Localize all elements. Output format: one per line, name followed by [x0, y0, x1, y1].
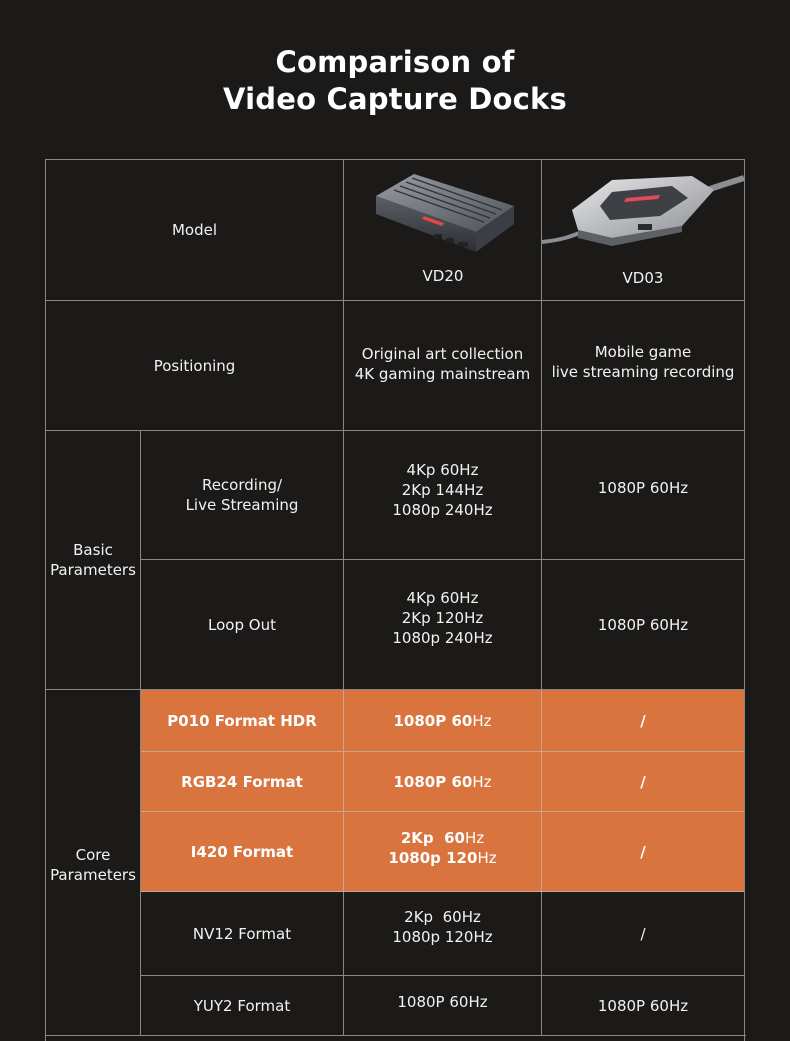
- rgb24-format-vd03-cell: /: [542, 752, 744, 812]
- recording-label-line-2: Live Streaming: [185, 496, 299, 514]
- positioning-vd03-cell: Mobile game live streaming recording: [542, 301, 744, 431]
- yuy2-format-vd03-cell: 1080P 60Hz: [542, 976, 744, 1036]
- p010-format-hdr-vd20-unit: Hz: [472, 711, 492, 730]
- comparison-table: Model: [45, 159, 746, 1041]
- yuy2-format-vd03-value: 1080P 60Hz: [597, 996, 689, 1015]
- yuy2-format-vd20-cell: 1080P 60Hz: [344, 976, 542, 1036]
- loop-out-label-cell: Loop Out: [141, 560, 344, 690]
- model-label-cell: Model: [46, 160, 344, 301]
- i420-format-vd20-unit: Hz: [477, 848, 497, 867]
- recording-vd20-cell: 4Kp 60Hz 2Kp 144Hz 1080p 240Hz: [344, 431, 542, 560]
- rgb24-format-vd20-unit: Hz: [472, 772, 492, 791]
- yuy2-format-label: YUY2 Format: [193, 996, 291, 1015]
- recording-vd03-cell: 1080P 60Hz: [542, 431, 744, 560]
- positioning-vd03-line-1: Mobile game: [594, 342, 692, 361]
- loop-out-vd20-line-2: 2Kp 120Hz: [401, 608, 484, 627]
- yuy2-format-vd20-line-1: 1080P 60Hz: [397, 992, 487, 1012]
- nv12-format-vd20-line-1: 2Kp 60Hz: [404, 907, 481, 927]
- i420-format-vd03-value: /: [640, 842, 646, 861]
- nv12-format-vd03-cell: /: [542, 892, 744, 976]
- yuy2-format-vd20-unit: Hz: [468, 992, 488, 1011]
- positioning-vd20-line-1: Original art collection: [361, 344, 524, 363]
- basic-parameters-label-line-1: Basic: [73, 541, 113, 559]
- recording-vd20-line-1: 4Kp 60Hz: [406, 461, 479, 479]
- nv12-format-vd20-unit: Hz: [473, 927, 493, 946]
- recording-label-cell: Recording/ Live Streaming: [141, 431, 344, 560]
- rgb24-format-label: RGB24 Format: [181, 772, 303, 791]
- yuy2-format-vd20-value: 1080P 60: [397, 992, 469, 1011]
- p010-format-hdr-vd20-value: 1080P 60: [393, 711, 473, 730]
- model-label: Model: [171, 221, 218, 239]
- core-parameters-label-line-1: Core: [75, 845, 111, 864]
- loop-out-vd20-line-1: 4Kp 60Hz: [406, 588, 479, 607]
- rgb24-format-vd20-value: 1080P 60: [393, 772, 473, 791]
- nv12-format-vd03-value: /: [640, 924, 646, 943]
- p010-format-hdr-label-cell: P010 Format HDR: [141, 690, 344, 752]
- i420-format-vd20-line-1: 2Kp 60Hz: [401, 828, 484, 848]
- vd20-header-cell: VD20: [344, 160, 542, 301]
- nv12-format-label: NV12 Format: [192, 924, 292, 943]
- vd03-header-cell: VD03: [542, 160, 744, 301]
- core-parameters-label-line-2: Parameters: [50, 865, 136, 884]
- i420-format-vd03-cell: /: [542, 812, 744, 892]
- vd20-capture-dock-image: [376, 174, 514, 252]
- loop-out-label: Loop Out: [208, 615, 276, 634]
- nv12-format-vd20-value: 1080p 120: [392, 927, 474, 946]
- recording-vd20-line-2: 2Kp 144Hz: [401, 481, 484, 499]
- basic-parameters-label-line-2: Parameters: [50, 561, 136, 579]
- positioning-label-cell: Positioning: [46, 301, 344, 431]
- vd03-capture-dock-image: [542, 175, 744, 246]
- page-title-line-2: Video Capture Docks: [222, 82, 568, 116]
- rgb24-format-vd03-value: /: [640, 772, 646, 791]
- i420-format-label-cell: I420 Format: [141, 812, 344, 892]
- vd20-model-name: VD20: [422, 267, 464, 285]
- page-title: Comparison of Video Capture Docks: [0, 44, 790, 118]
- p010-format-hdr-vd03-value: /: [640, 711, 646, 730]
- p010-format-hdr-vd20-line-1: 1080P 60Hz: [394, 711, 492, 731]
- i420-format-vd20-line-2: 1080p 120Hz: [388, 848, 496, 868]
- positioning-vd20-cell: Original art collection 4K gaming mainst…: [344, 301, 542, 431]
- rgb24-format-vd20-cell: 1080P 60Hz: [344, 752, 542, 812]
- loop-out-vd20-cell: 4Kp 60Hz 2Kp 120Hz 1080p 240Hz: [344, 560, 542, 690]
- positioning-vd20-line-2: 4K gaming mainstream: [354, 364, 531, 383]
- p010-format-hdr-label: P010 Format HDR: [167, 711, 317, 730]
- loop-out-vd03-cell: 1080P 60Hz: [542, 560, 744, 690]
- table-bottom-divider: [46, 1035, 746, 1036]
- basic-parameters-group-cell: Basic Parameters: [46, 431, 141, 690]
- nv12-format-label-cell: NV12 Format: [141, 892, 344, 976]
- loop-out-vd03-value: 1080P 60Hz: [597, 615, 689, 634]
- core-parameters-group-cell: Core Parameters: [46, 690, 141, 1036]
- rgb24-format-label-cell: RGB24 Format: [141, 752, 344, 812]
- p010-format-hdr-vd03-cell: /: [542, 690, 744, 752]
- positioning-vd03-line-2: live streaming recording: [551, 362, 735, 381]
- positioning-label: Positioning: [153, 356, 236, 375]
- recording-vd03-value: 1080P 60Hz: [597, 479, 689, 497]
- recording-vd20-line-3: 1080p 240Hz: [392, 501, 493, 519]
- p010-format-hdr-vd20-cell: 1080P 60Hz: [344, 690, 542, 752]
- page-title-line-1: Comparison of: [275, 45, 515, 79]
- nv12-format-vd20-unit: Hz: [461, 907, 481, 926]
- i420-format-vd20-value: 1080p 120: [388, 848, 478, 867]
- i420-format-label: I420 Format: [190, 842, 294, 861]
- i420-format-vd20-value: 2Kp 60: [400, 828, 465, 847]
- yuy2-format-label-cell: YUY2 Format: [141, 976, 344, 1036]
- rgb24-format-vd20-line-1: 1080P 60Hz: [394, 772, 492, 792]
- i420-format-vd20-unit: Hz: [464, 828, 485, 847]
- recording-label-line-1: Recording/: [201, 476, 283, 494]
- nv12-format-vd20-line-2: 1080p 120Hz: [392, 927, 492, 947]
- vd03-model-name: VD03: [622, 269, 664, 287]
- loop-out-vd20-line-3: 1080p 240Hz: [392, 628, 493, 647]
- nv12-format-vd20-value: 2Kp 60: [404, 907, 462, 926]
